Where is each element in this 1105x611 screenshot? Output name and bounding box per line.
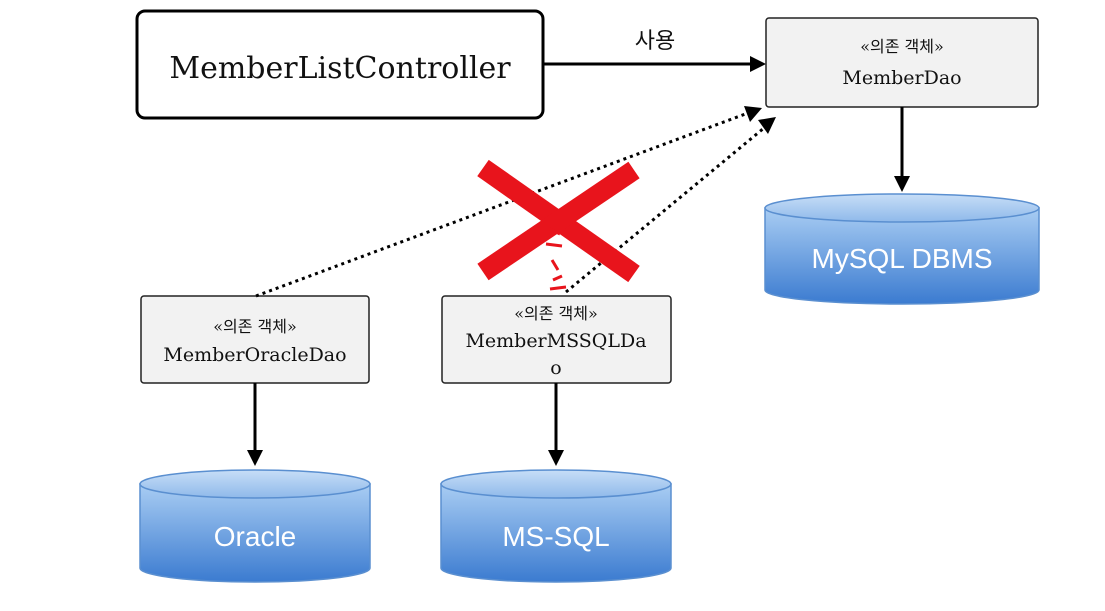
mysql-connect-arrow (894, 107, 910, 192)
member-dao-box: «의존 객체» MemberDao (765, 17, 1039, 108)
uses-arrow: 사용 (543, 29, 766, 72)
oracle-database-cylinder: Oracle (139, 469, 371, 583)
member-mssql-dao-name-line1: MemberMSSQLDa (465, 330, 646, 352)
member-oracle-dao-stereotype: «의존 객체» (213, 317, 297, 336)
red-cross-mark (477, 159, 640, 291)
member-dao-stereotype: «의존 객체» (860, 37, 944, 56)
member-oracle-dao-name: MemberOracleDao (163, 344, 346, 366)
mssql-database-cylinder: MS-SQL (440, 469, 672, 583)
oracle-database-label: Oracle (214, 521, 296, 552)
member-mssql-dao-box: «의존 객체» MemberMSSQLDa o (441, 295, 672, 384)
mysql-database-label: MySQL DBMS (812, 243, 993, 274)
member-mssql-dao-name-line2: o (550, 357, 561, 379)
oracle-connect-arrow (247, 383, 263, 466)
mssql-connect-arrow (548, 383, 564, 466)
mysql-database-cylinder: MySQL DBMS (764, 193, 1040, 305)
oracle-dependency-dotted-arrow (255, 106, 762, 298)
controller-label: MemberListController (169, 51, 511, 86)
member-dao-name: MemberDao (842, 67, 961, 89)
controller-box: MemberListController (135, 9, 545, 120)
member-mssql-dao-stereotype: «의존 객체» (514, 304, 598, 323)
mssql-database-label: MS-SQL (502, 521, 609, 552)
uses-label: 사용 (635, 29, 675, 54)
member-oracle-dao-box: «의존 객체» MemberOracleDao (140, 295, 370, 384)
mssql-dependency-dotted-arrow (565, 117, 776, 294)
